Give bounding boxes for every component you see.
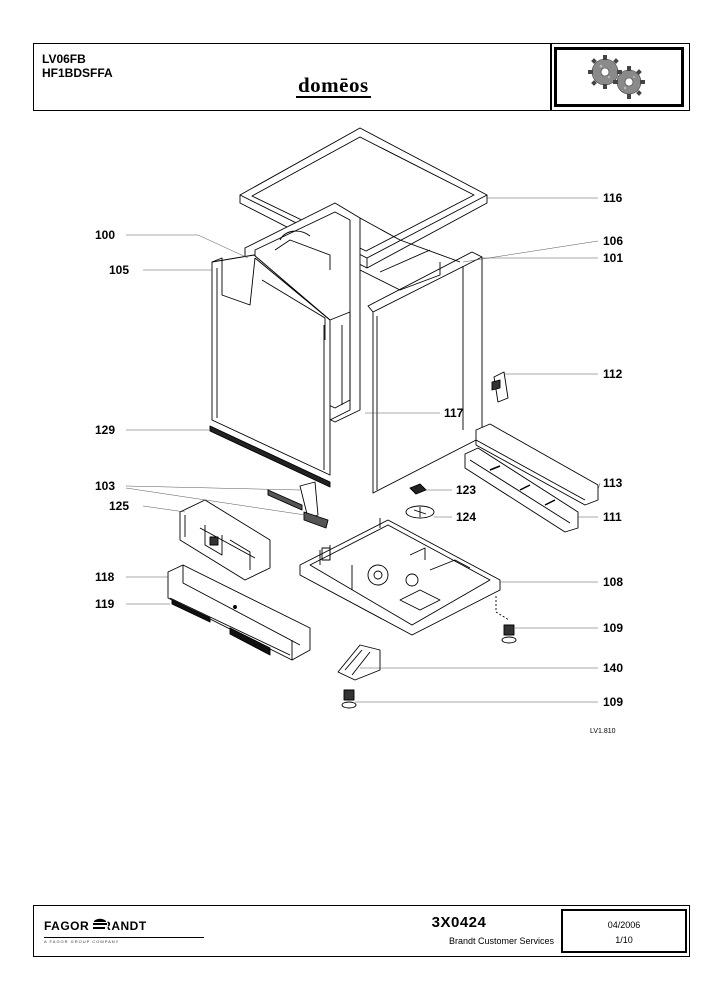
model-number: HF1BDSFFA	[42, 66, 113, 80]
leader-lines	[125, 197, 601, 703]
plinth-part	[167, 564, 311, 661]
callout-label: 109	[603, 621, 623, 635]
model-number: LV06FB	[42, 52, 86, 66]
callout-label: 123	[456, 483, 476, 497]
callout-labels: 116 100 106 105 101 112 117 129 113 103 …	[95, 191, 623, 735]
callout-label: 105	[109, 263, 129, 277]
callout-label: 117	[444, 406, 464, 420]
gears-icon	[588, 55, 645, 99]
footer-frame: FAGOR BRANDT A FAGOR GROUP COMPANY 3X042…	[33, 905, 690, 957]
gear-logo-box	[554, 47, 684, 107]
callout-label: 112	[603, 367, 623, 381]
plinth-strip-part	[209, 425, 331, 488]
page-number: 1/10	[615, 935, 633, 945]
callout-label: 100	[95, 228, 115, 242]
callout-label: 113	[603, 476, 623, 490]
callout-label: 140	[603, 661, 623, 675]
control-unit-part	[179, 499, 271, 581]
base-part	[299, 518, 501, 636]
callout-label: 124	[456, 510, 476, 524]
float-part	[405, 505, 435, 519]
document-number: 3X0424	[431, 914, 487, 931]
connector-part	[409, 483, 427, 495]
model-numbers: LV06FB HF1BDSFFA	[42, 52, 113, 80]
callout-label: 119	[95, 597, 115, 611]
door-part	[211, 254, 351, 476]
callout-label: 111	[603, 510, 622, 524]
callout-label: 108	[603, 575, 623, 589]
callout-label: 109	[603, 695, 623, 709]
document-date: 04/2006	[607, 920, 641, 930]
diagram-reference-code: LV1.810	[590, 728, 616, 735]
brand-logo: domēos	[296, 73, 371, 98]
callout-label: 103	[95, 479, 115, 493]
company-tagline: A FAGOR GROUP COMPANY	[44, 937, 204, 944]
support-bracket-part	[337, 644, 381, 681]
rail-part	[464, 423, 599, 533]
hinge-part	[267, 481, 329, 529]
foot-part	[341, 596, 517, 709]
callout-label: 129	[95, 423, 115, 437]
company-emblem-icon	[92, 917, 108, 933]
callout-label: 106	[603, 234, 623, 248]
callout-label: 125	[109, 499, 129, 513]
header-divider	[550, 44, 552, 110]
date-page-box: 04/2006 1/10	[561, 909, 687, 953]
callout-label: 118	[95, 570, 115, 584]
header-frame: LV06FB HF1BDSFFA domēos	[33, 43, 690, 111]
bracket-part	[491, 371, 509, 403]
callout-label: 101	[603, 251, 623, 265]
callout-label: 116	[603, 191, 623, 205]
service-name: Brandt Customer Services	[448, 936, 554, 946]
